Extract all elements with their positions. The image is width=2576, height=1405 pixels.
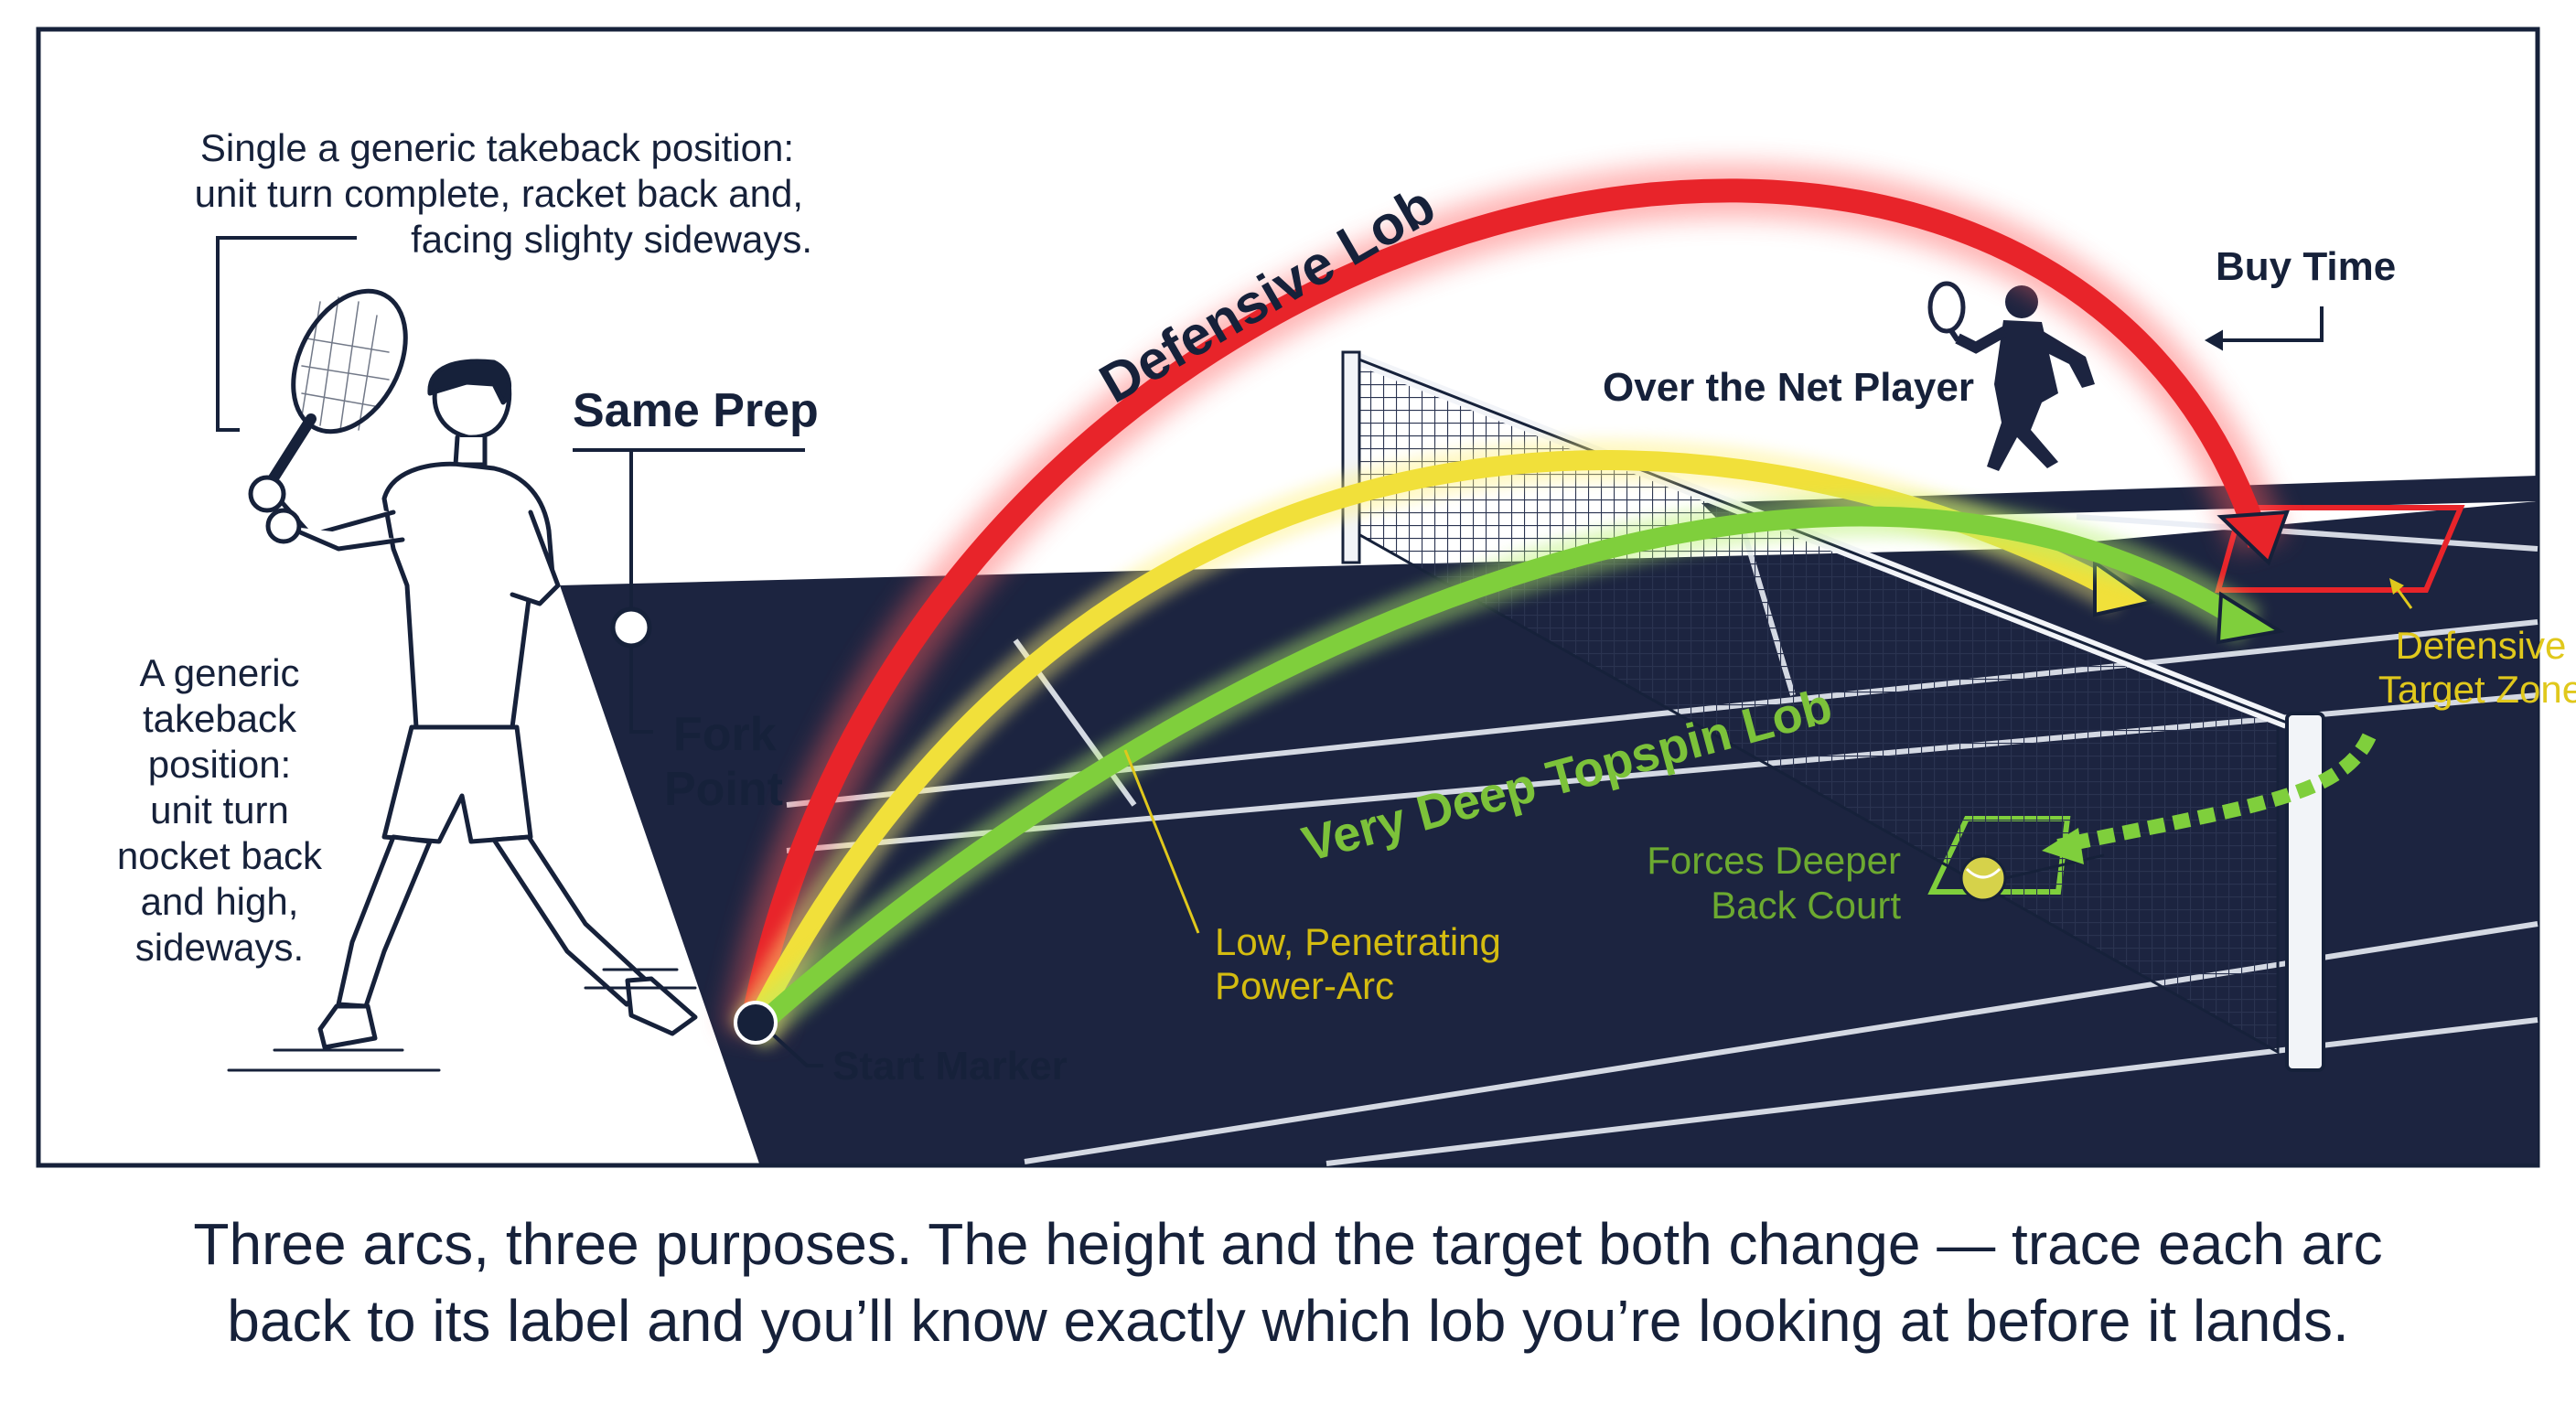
start-marker-label: Start Marker — [832, 1044, 1068, 1089]
caption-line-1: Three arcs, three purposes. The height a… — [193, 1211, 2383, 1277]
defensive-lob-arrowhead — [2216, 509, 2290, 566]
left-note-line-7: sideways. — [135, 926, 304, 969]
caption: Three arcs, three purposes. The height a… — [73, 1206, 2503, 1359]
top-note-line-1: Single a generic takeback position: — [200, 126, 794, 169]
left-note-line-6: and high, — [141, 880, 299, 923]
arcs — [723, 163, 2377, 1050]
left-note-line-5: nocket back — [117, 834, 323, 877]
deep-return-path — [2056, 733, 2377, 853]
defensive-lob-arc — [738, 178, 2271, 1036]
tennis-net — [1341, 350, 2325, 1072]
same-prep-label: Same Prep — [573, 384, 819, 437]
caption-line-2: back to its label and you’ll know exactl… — [227, 1288, 2349, 1354]
left-note-line-3: position: — [148, 743, 291, 786]
topspin-lob-arc — [743, 506, 2257, 1042]
tennis-ball — [1959, 853, 2105, 902]
power-arc-label-2: Power-Arc — [1215, 964, 1394, 1007]
power-arc-label-1: Low, Penetrating — [1215, 920, 1501, 963]
opponent-player-silhouette — [1927, 281, 2095, 471]
top-note-line-3: facing slighty sideways. — [411, 218, 812, 261]
fork-point-label-2: Point — [664, 763, 783, 816]
defensive-target-zone — [2215, 505, 2465, 593]
target-zone-label-1: Defensive — [2396, 624, 2567, 667]
buy-time-label: Buy Time — [2216, 244, 2396, 289]
forces-deeper-label-2: Back Court — [1711, 884, 1901, 927]
callout-lines — [216, 236, 2324, 934]
forces-deeper-label-1: Forces Deeper — [1647, 839, 1901, 882]
left-note-line-4: unit turn — [150, 788, 289, 831]
left-note-line-2: takeback — [143, 697, 297, 740]
topspin-lob-arrowhead — [2216, 591, 2285, 645]
top-note-line-2: unit turn complete, racket back and, — [195, 172, 803, 215]
over-net-player-label: Over the Net Player — [1603, 365, 1974, 410]
fork-point-label-1: Fork — [673, 708, 777, 761]
target-zone-label-2: Target Zone — [2378, 668, 2576, 711]
left-note-line-1: A generic — [139, 651, 299, 694]
start-marker — [734, 1001, 823, 1067]
player-illustration — [227, 288, 698, 1072]
